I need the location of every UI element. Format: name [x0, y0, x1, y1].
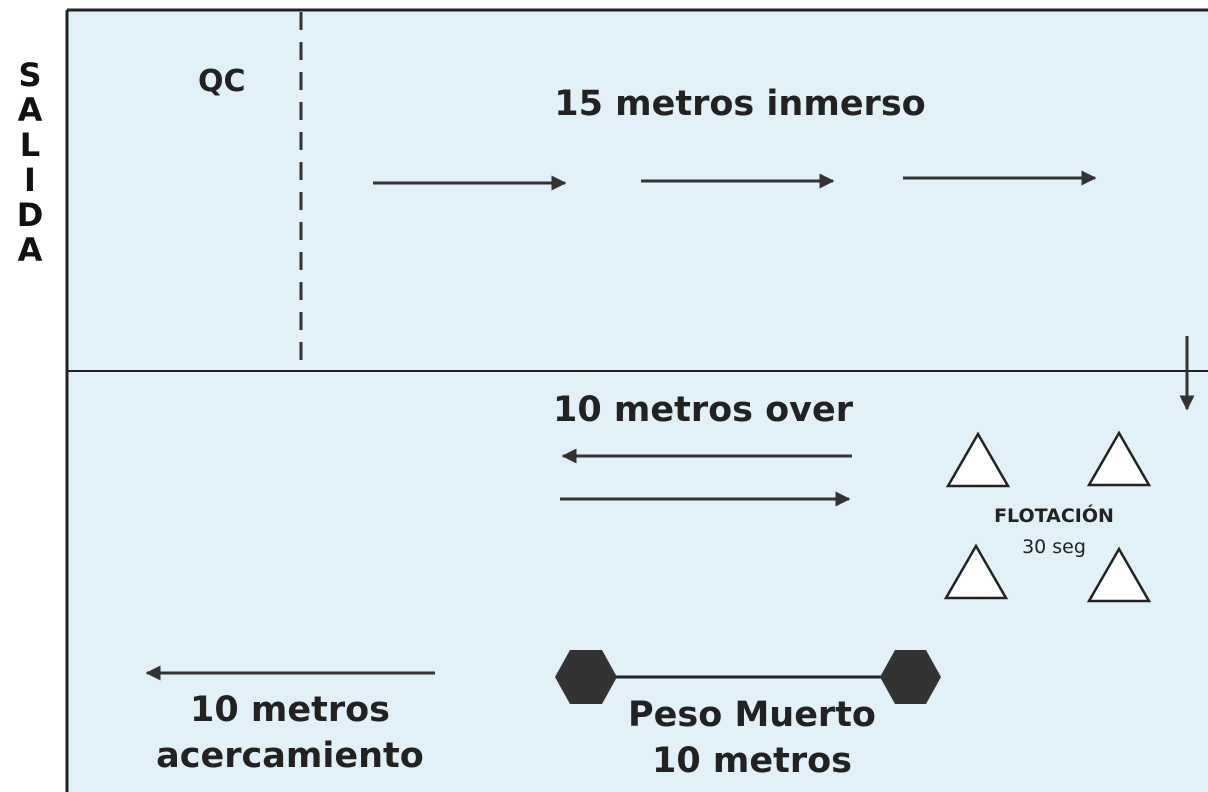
salida-letter: D — [16, 196, 44, 234]
flotacion-title: FLOTACIÓN — [994, 505, 1114, 527]
salida-letter: I — [24, 161, 36, 199]
pool-area — [67, 10, 1208, 792]
triangle-cone-icon — [1086, 546, 1152, 603]
acercamiento-label-line1: 10 metros — [190, 690, 390, 730]
triangle-cone-icon — [1086, 430, 1152, 487]
flotacion-duration: 30 seg — [1022, 536, 1086, 558]
inmerso-label: 15 metros inmerso — [554, 84, 926, 124]
over-label: 10 metros over — [552, 390, 853, 430]
hexagon-weight-icon — [555, 650, 617, 704]
qc-label: QC — [198, 64, 246, 99]
salida-letter: L — [19, 126, 41, 164]
triangle-cone-icon — [943, 543, 1009, 600]
salida-letter: A — [17, 231, 43, 269]
acercamiento-label-line2: acercamiento — [156, 736, 424, 776]
salida-label: S A L I D A — [10, 58, 50, 268]
salida-letter: A — [17, 91, 43, 129]
peso-muerto-label-line1: Peso Muerto — [628, 695, 876, 735]
peso-muerto-label-line2: 10 metros — [652, 741, 852, 781]
salida-letter: S — [18, 56, 42, 94]
hexagon-weight-icon — [880, 650, 941, 704]
triangle-cone-icon — [945, 431, 1011, 488]
